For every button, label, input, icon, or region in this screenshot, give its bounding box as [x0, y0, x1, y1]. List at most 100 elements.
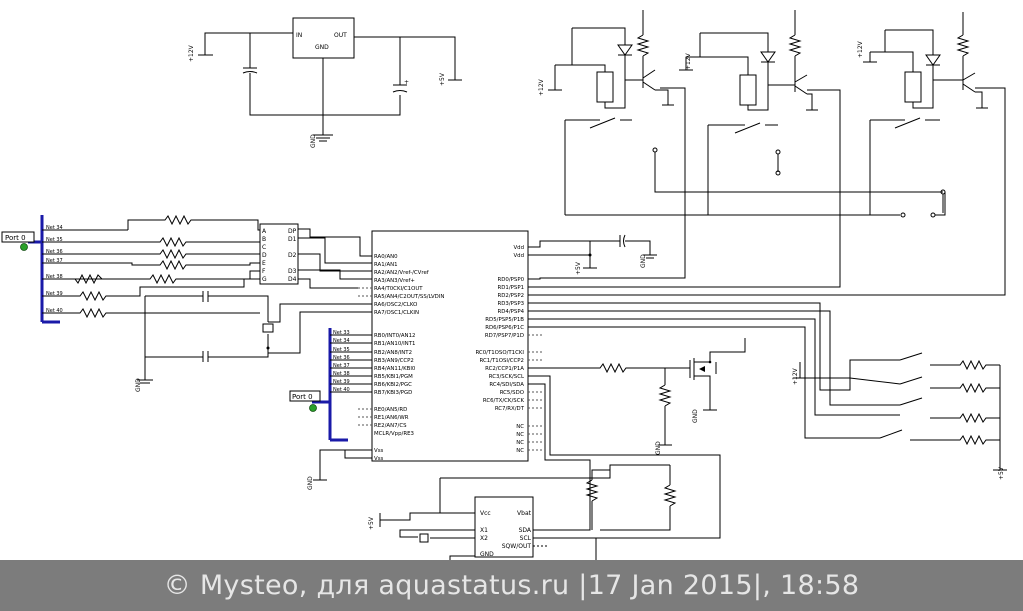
gnd-label-mosfet2: GND	[692, 409, 699, 423]
mcu-pin-left-20: Vss	[374, 448, 383, 454]
i2c-wiring: +5V	[368, 375, 721, 539]
relay-driver-3: +12V	[857, 12, 988, 215]
seg-pin-f: F	[262, 268, 266, 275]
net-left-1: Net 35	[46, 237, 63, 243]
mcu-pin-right-7: RD5/PSP5/P1B	[485, 317, 524, 323]
relay-driver-2: +12V	[679, 10, 818, 215]
seg-pin-d2: D2	[288, 252, 297, 259]
mcu-pin-left-16: RE0/AN5/RD	[374, 407, 407, 413]
mcu-pin-left-5: RA5/AN4/C2OUT/SS/LVDIN	[374, 294, 444, 300]
v12-label-switches: +12V	[792, 367, 799, 385]
rtc-pin-left-1: X1	[480, 527, 488, 534]
mcu-pin-right-5: RD3/PSP3	[498, 301, 525, 307]
seg-pin-d: D	[262, 252, 267, 259]
mcu-pin-left-1: RA1/AN1	[374, 262, 398, 268]
mcu-pin-right-8: RD6/PSP6/P1C	[485, 325, 524, 331]
mcu-pin-left-8: RB0/INT0/AN12	[374, 333, 415, 339]
mcu-pin-right-4: RD2/PSP2	[498, 293, 525, 299]
mcu-pin-left-10: RB2/AN8/INT2	[374, 350, 412, 356]
v12-label-reg: +12V	[188, 44, 195, 62]
bottom-port-bus: Port 0 Net 33 Net 34 Net 35 Net 36 Net 3…	[289, 328, 372, 442]
mcu-pin-left-6: RA6/OSC2/CLKO	[374, 302, 417, 308]
mcu-pin-left-7: RA7/OSC1/CLKIN	[374, 310, 419, 316]
mcu-pin-left-9: RB1/AN10/INT1	[374, 341, 415, 347]
seven-segment-chip: A B C D E F G DP D1 D2 D3 D4	[259, 223, 372, 289]
mcu-pin-right-0: Vdd	[513, 245, 524, 251]
seg-pin-d3: D3	[288, 268, 297, 275]
svg-text:+: +	[404, 79, 409, 86]
mcu-pin-right-15: RC5/SDO	[500, 390, 524, 396]
mcu-pin-left-21: Vss	[374, 456, 383, 462]
mcu-pin-right-17: RC7/RX/DT	[495, 406, 525, 412]
net-right-0: Net 33	[333, 330, 350, 336]
v5-label-reg: +5V	[439, 72, 446, 86]
relay-driver-1: +12V	[538, 10, 674, 215]
net-left-4: Net 38	[46, 274, 63, 280]
regulator-out-label: OUT	[334, 32, 347, 39]
rtc-pin-left-3: GND	[480, 551, 494, 558]
regulator-wiring: + +12V +5V GND	[188, 32, 462, 148]
net-left-6: Net 40	[46, 308, 63, 314]
mcu-power-wiring: GND +5V GND	[307, 234, 657, 490]
net-left-0: Net 34	[46, 225, 63, 231]
seg-pin-b: B	[262, 236, 266, 243]
mcu-pin-right-14: RC4/SDI/SDA	[489, 382, 524, 388]
watermark-banner: © Mysteo, для aquastatus.ru |17 Jan 2015…	[0, 560, 1023, 611]
rtc-pin-right-0: Vbat	[517, 510, 532, 517]
mcu-pin-left-18: RE2/AN7/CS	[374, 423, 407, 429]
mcu-oscillator: GND	[135, 291, 372, 392]
mcu-pin-left-13: RB5/KBI1/PGM	[374, 374, 413, 380]
relay-output-wiring	[565, 178, 946, 218]
seg-pin-dp: DP	[288, 228, 297, 235]
mcu-pin-right-21: NC	[516, 448, 524, 454]
seg-pin-g: G	[262, 276, 267, 283]
gnd-label-reg: GND	[310, 134, 317, 148]
mcu-pin-left-12: RB4/AN11/KBI0	[374, 366, 416, 372]
port-left-label: Port 0	[5, 234, 26, 242]
left-port-bus: Port 0 Net 34 Net 35 Net 36 Net 37 Net 3…	[1, 215, 70, 324]
v5-label-rtc: +5V	[368, 516, 375, 530]
net-right-5: Net 38	[333, 371, 350, 377]
rtc-pin-right-1: SDA	[519, 527, 532, 534]
net-right-3: Net 36	[333, 355, 350, 361]
mcu-pin-right-9: RD7/PSP7/P1D	[485, 333, 524, 339]
rtc-chip: Vcc X1 X2 GND Vbat SDA SCL SQW/OUT	[399, 496, 597, 560]
net-left-3: Net 37	[46, 258, 63, 264]
mcu-pin-right-12: RC2/CCP1/P1A	[485, 366, 524, 372]
segment-resistors	[70, 214, 260, 319]
mcu-pin-left-15: RB7/KBI3/PGD	[374, 390, 412, 396]
rtc-pin-left-2: X2	[480, 535, 488, 542]
watermark-text: © Mysteo, для aquastatus.ru |17 Jan 2015…	[163, 570, 860, 601]
v5-label-switches: +5V	[998, 466, 1005, 480]
gnd-label-mosfet: GND	[655, 441, 662, 455]
seg-pin-c: C	[262, 244, 266, 251]
mcu-pin-left-11: RB3/AN9/CCP2	[374, 358, 414, 364]
mcu-pin-right-1: Vdd	[513, 253, 524, 259]
regulator-in-label: IN	[296, 32, 302, 39]
mcu-pin-right-2: RD0/PSP0	[498, 277, 525, 283]
voltage-regulator: IN OUT GND	[292, 17, 355, 59]
mcu-pin-right-10: RC0/T1OSO/T1CKI	[475, 350, 524, 356]
mcu-pin-right-16: RC6/TX/CK/SCK	[483, 398, 525, 404]
mcu-pin-left-3: RA3/AN3/Vref+	[374, 278, 415, 284]
regulator-gnd-label: GND	[315, 44, 329, 51]
pwm-mosfet: GND GND	[528, 338, 746, 455]
mcu-pin-left-2: RA2/AN2/Vref-/CVref	[374, 270, 429, 276]
net-right-6: Net 39	[333, 379, 350, 385]
net-right-4: Net 37	[333, 363, 350, 369]
mcu-pin-left-19: MCLR/Vpp/RE3	[374, 431, 414, 437]
net-right-7: Net 40	[333, 387, 350, 393]
mcu-pin-left-4: RA4/T0CKI/C1OUT	[374, 286, 423, 292]
mcu-pin-left-14: RB6/KBI2/PGC	[374, 382, 412, 388]
net-right-2: Net 35	[333, 347, 350, 353]
rtc-pin-right-2: SCL	[520, 535, 532, 542]
seg-pin-a: A	[262, 228, 267, 235]
v5-label-vdd: +5V	[575, 261, 582, 275]
net-right-1: Net 34	[333, 338, 350, 344]
seg-pin-d4: D4	[288, 276, 297, 283]
relay-control-wiring	[528, 87, 1006, 296]
net-left-5: Net 39	[46, 291, 63, 297]
mcu-pin-right-6: RD4/PSP4	[498, 309, 525, 315]
mcu-chip: RA0/AN0 RA1/AN1 RA2/AN2/Vref-/CVref RA3/…	[358, 230, 542, 462]
v12-label-relay1: +12V	[538, 78, 545, 96]
